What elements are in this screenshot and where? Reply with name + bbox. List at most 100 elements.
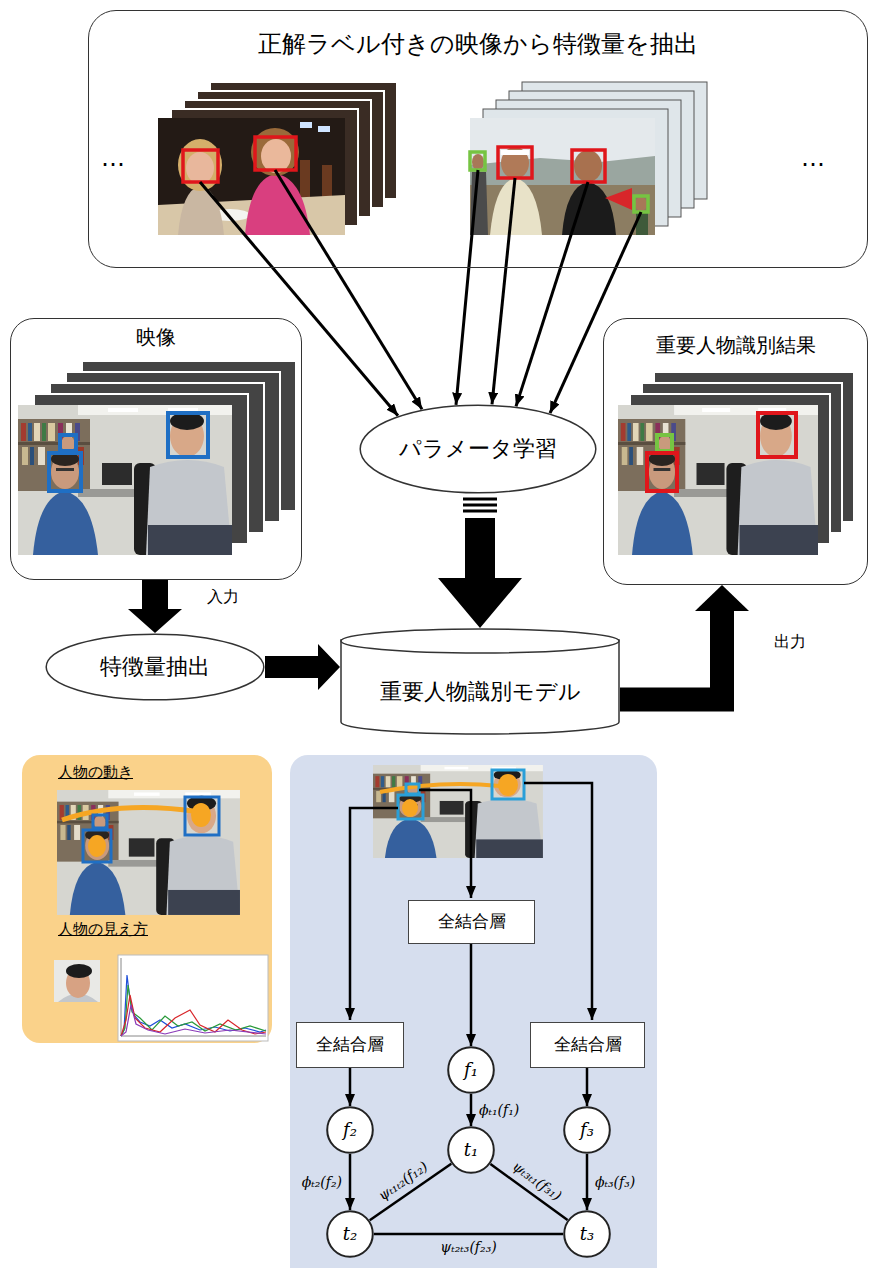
photo-stack-input (18, 361, 296, 555)
cylinder-cap (341, 629, 619, 653)
text-holder: 人物の見え方 (58, 920, 148, 939)
connector (587, 1154, 588, 1210)
node-symbol: t₂ (343, 1223, 357, 1246)
block-arrow (438, 518, 522, 628)
feature-panel-illustration-ellipse-part (88, 835, 106, 857)
node-symbol: f₁ (464, 1059, 478, 1082)
connector-line (550, 212, 641, 413)
label-holder: ψₜ₃ₜ₁(f₃₁) (507, 1157, 566, 1206)
label-holder: ψₜ₂ₜ₃(f₂₃) (438, 1239, 498, 1256)
photo-stack-input-rect-part (168, 413, 208, 457)
photo-stack-outdoor-rect-part (634, 196, 648, 212)
feature-node: f₃ (563, 1106, 611, 1154)
text-holder: … (101, 143, 125, 173)
edge-formula: ϕₜ₂(f₂) (300, 1174, 344, 1191)
text-holder: 重要人物識別モデル (380, 678, 581, 706)
label-node-shape (448, 1127, 494, 1173)
text-holder: パラメータ学習 (399, 435, 557, 463)
photo-stack-result (618, 372, 854, 555)
feature-panel-illustration-use-part (57, 790, 240, 915)
edge-formula: ϕₜ₃(f₃) (593, 1174, 637, 1191)
photo-stack-dinner-rect-part (255, 137, 296, 170)
photo-stack-outdoor-ellipse-part (501, 147, 529, 179)
photo-stack-outdoor-path-part (562, 182, 616, 235)
text-holder: f₃ (580, 1119, 594, 1142)
photo-stack-dinner-rect-part (300, 122, 312, 128)
photo-stack-input-rect-part (60, 435, 76, 451)
process-ellipse-shape (46, 634, 264, 700)
panel-title: … (801, 143, 825, 173)
arrow-head (695, 585, 749, 611)
text-holder: 特徴量抽出 (100, 653, 210, 681)
feature-panel-illustration-rect-part (118, 955, 268, 1041)
model-panel-illustration-rect-part (290, 755, 657, 1268)
label-holder: 出力 (772, 633, 808, 652)
connector (275, 170, 422, 409)
connector-line (275, 170, 422, 409)
triple-bar (463, 510, 497, 513)
text-holder: 映像 (136, 325, 176, 350)
model-panel-illustration-ellipse-part (498, 774, 518, 796)
feature-heading: 人物の見え方 (58, 920, 148, 939)
text-holder: 重要人物識別結果 (656, 333, 816, 358)
photo-stack-dinner-ellipse-part (186, 152, 214, 184)
panel-title: 正解ラベル付きの映像から特徴量を抽出 (258, 29, 698, 59)
connector (550, 212, 641, 413)
text-holder: t₃ (580, 1223, 594, 1246)
layer-label: 全結合層 (316, 1034, 384, 1055)
connector (350, 1068, 351, 1106)
label-node: t₂ (326, 1210, 374, 1258)
connector (128, 580, 182, 633)
model-panel-illustration-path-part (350, 808, 398, 1020)
result-panel: 重要人物識別結果 (603, 318, 868, 585)
feature-node-shape (448, 1047, 494, 1093)
label-holder: ψₜ₁ₜ₂(f₁₂) (373, 1157, 432, 1205)
photo-stack-result-rect-part (647, 453, 677, 491)
label-holder: 入力 (205, 587, 241, 606)
block-arrow (265, 644, 340, 690)
edge-formula: ϕₜ₁(f₁) (477, 1102, 521, 1119)
feature-panel-illustration-rect-part (22, 755, 272, 1043)
triple-bar (463, 498, 497, 501)
triple-bar (463, 504, 497, 507)
model-panel-illustration-rect-part (406, 784, 419, 794)
connector-line (456, 170, 478, 405)
layer-label: 全結合層 (438, 911, 506, 932)
model-label: 重要人物識別モデル (380, 678, 581, 706)
layer-label: 全結合層 (554, 1034, 622, 1055)
photo-stack-outdoor-rect-part (498, 147, 532, 178)
connector-line (470, 944, 473, 1046)
edge-formula: ψₜ₃ₜ₁(f₃₁) (507, 1157, 566, 1206)
edge-formula: ψₜ₁ₜ₂(f₁₂) (373, 1157, 432, 1205)
feature-panel-illustration-ellipse-part (191, 803, 211, 827)
photo-stack-dinner-rect-part (318, 126, 330, 132)
feature-panel-illustration-rect-part (185, 797, 219, 835)
text-holder: 人物の動き (58, 763, 133, 782)
feature-node: f₂ (326, 1106, 374, 1154)
node-symbol: t₃ (580, 1223, 594, 1246)
connector (456, 170, 478, 405)
feature-node: f₁ (447, 1046, 495, 1094)
photo-stack-dinner-rect-part (158, 118, 345, 235)
connector (471, 1094, 472, 1126)
photo-stack-result-rect-part (758, 413, 796, 457)
fc-layer-box: 全結合層 (530, 1022, 645, 1068)
connector-line (586, 1068, 589, 1106)
photo-stack-outdoor-rect-part (636, 211, 648, 235)
panel-title: 映像 (136, 325, 176, 350)
feature-panel-illustration-path-part (121, 985, 266, 1036)
text-holder: 全結合層 (316, 1034, 384, 1055)
label-node-shape (327, 1211, 373, 1257)
connector (492, 178, 515, 404)
block-arrow (128, 580, 182, 633)
label-holder: ϕₜ₃(f₃) (593, 1174, 637, 1191)
photo-stack-outdoor-rect-part (470, 118, 655, 235)
process-ellipse: 特徴量抽出 (45, 633, 265, 701)
photo-stack-outdoor-rect-part (501, 150, 529, 155)
feature-node-shape (564, 1107, 610, 1153)
text-holder: f₂ (343, 1119, 357, 1142)
connector-line (200, 182, 398, 416)
photo-stack-outdoor-ellipse-part (574, 150, 602, 182)
text-holder: f₁ (464, 1059, 478, 1082)
text-holder: 全結合層 (554, 1034, 622, 1055)
